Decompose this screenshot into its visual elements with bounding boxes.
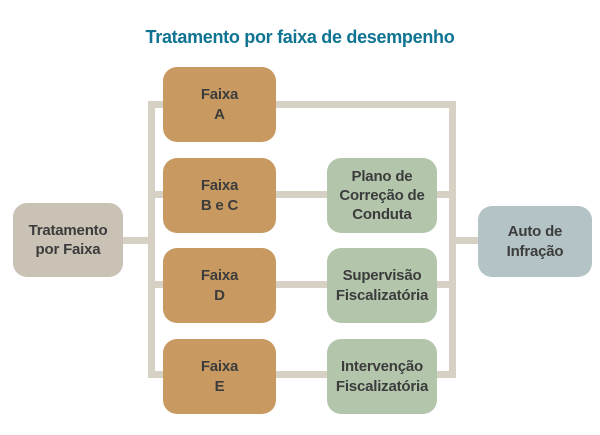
node-supervisao-fiscalizatoria: Supervisão Fiscalizatória	[327, 248, 437, 323]
node-faixa-bc: Faixa B e C	[163, 158, 276, 233]
connector-row-faixa-d	[148, 281, 456, 288]
node-plano-correcao-conduta: Plano de Correção de Conduta	[327, 158, 437, 233]
node-faixa-e: Faixa E	[163, 339, 276, 414]
node-faixa-d: Faixa D	[163, 248, 276, 323]
connector-source-stub	[118, 237, 155, 244]
node-label: Tratamento por Faixa	[28, 221, 108, 258]
node-auto-de-infracao: Auto de Infração	[478, 206, 592, 277]
connector-row-faixa-a	[148, 101, 456, 108]
node-label: Faixa A	[200, 86, 239, 123]
node-label: Supervisão Fiscalizatória	[335, 267, 429, 304]
connector-row-faixa-bc	[148, 191, 456, 198]
node-label: Faixa D	[200, 267, 239, 304]
diagram-title: Tratamento por faixa de desempenho	[145, 27, 455, 47]
connector-result-stub	[449, 237, 481, 244]
node-intervencao-fiscalizatoria: Intervenção Fiscalizatória	[327, 339, 437, 414]
node-label: Faixa B e C	[200, 177, 239, 214]
connector-row-faixa-e	[148, 371, 456, 378]
node-label: Auto de Infração	[506, 223, 564, 260]
node-tratamento-por-faixa: Tratamento por Faixa	[13, 203, 123, 277]
node-faixa-a: Faixa A	[163, 67, 276, 142]
node-label: Intervenção Fiscalizatória	[335, 358, 429, 395]
node-label: Faixa E	[200, 358, 239, 395]
node-label: Plano de Correção de Conduta	[339, 167, 425, 224]
